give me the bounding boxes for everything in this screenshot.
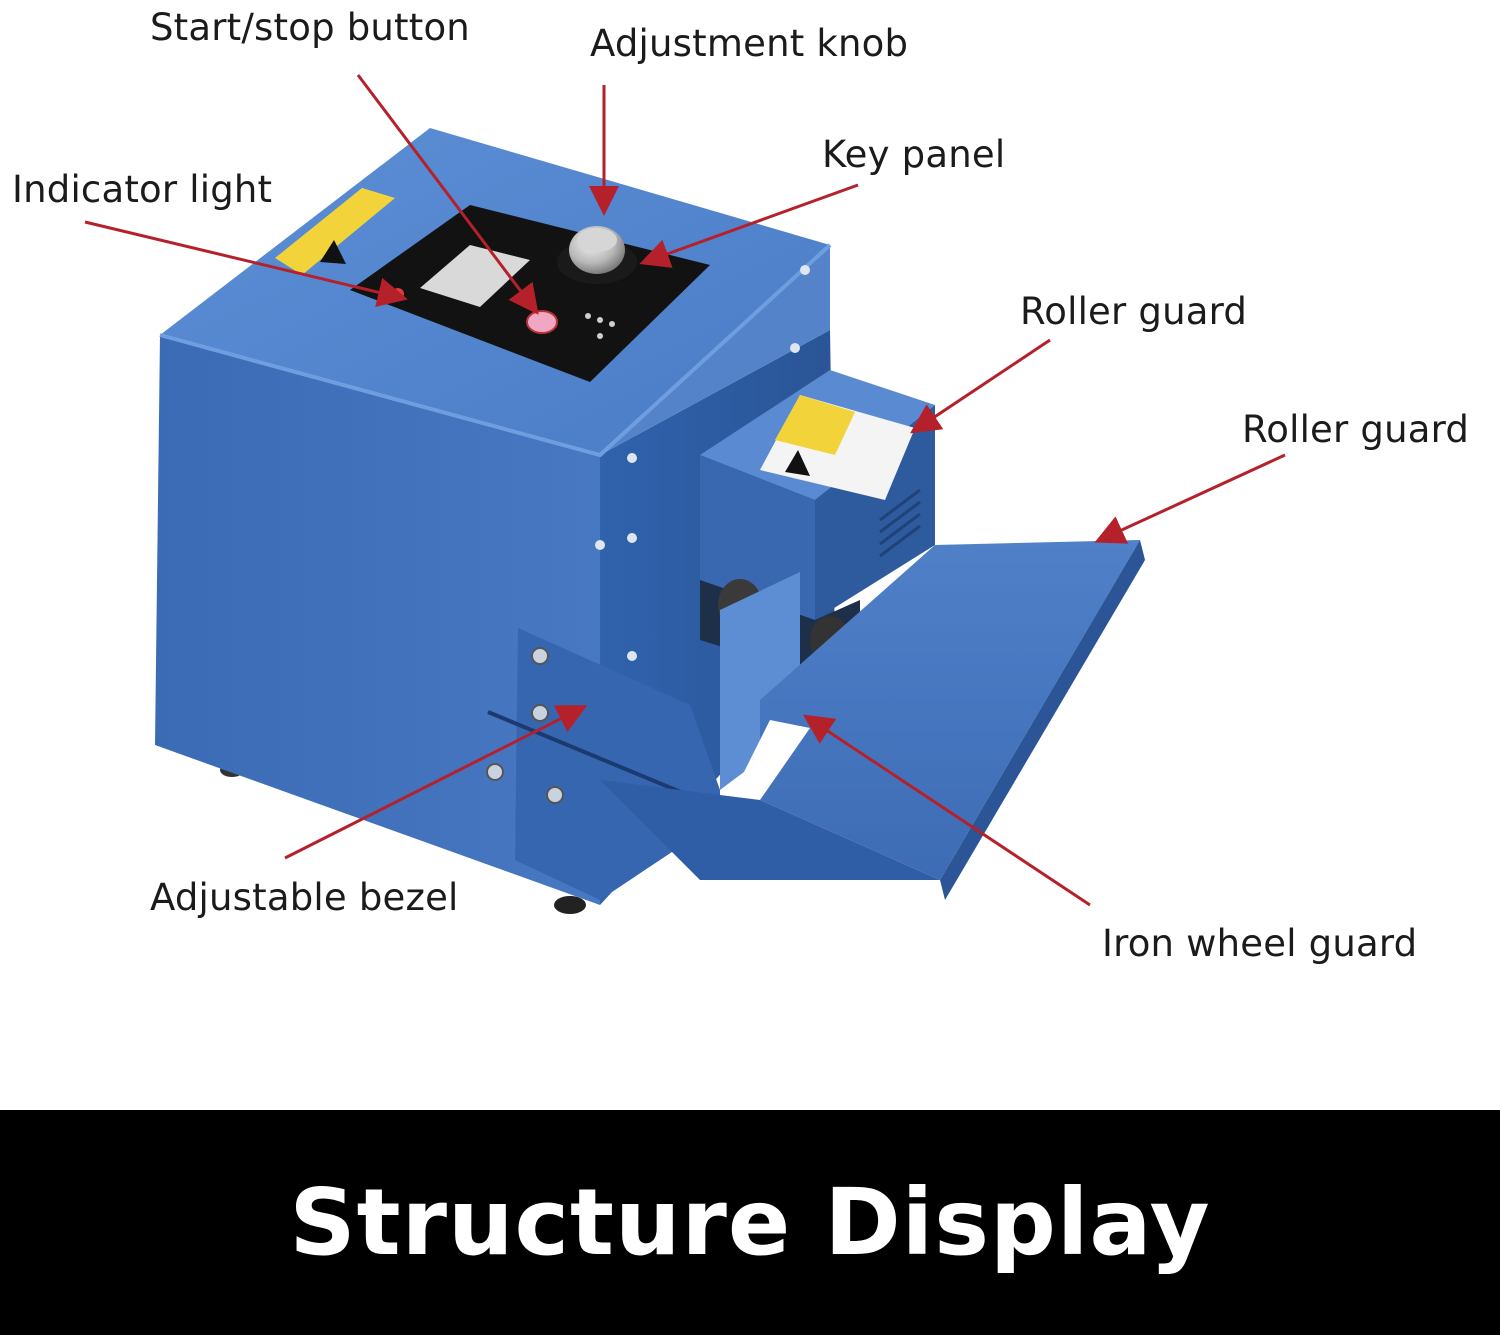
key-panel-dot	[585, 313, 591, 319]
key-panel-dot	[609, 321, 615, 327]
label-roller-guard-lower: Roller guard	[1242, 408, 1470, 451]
screw	[595, 540, 605, 550]
tray-slot	[740, 720, 810, 800]
arrow-roller-guard-lower	[1094, 453, 1286, 544]
warning-triangle-icon	[320, 240, 346, 264]
screw	[790, 343, 800, 353]
bezel-screw	[531, 647, 549, 665]
warning-triangle-icon	[785, 450, 810, 476]
housing-edge	[159, 243, 832, 458]
warning-sticker	[275, 188, 395, 275]
housing-front-face	[155, 335, 600, 905]
output-tray-lip	[940, 540, 1145, 900]
screw	[627, 533, 637, 543]
banner-title: Structure Display	[289, 1169, 1211, 1276]
label-indicator-light: Indicator light	[12, 168, 273, 211]
bezel-screw	[531, 704, 549, 722]
output-tray	[760, 540, 1140, 880]
start-stop-button	[526, 310, 558, 334]
label-iron-wheel-guard: Iron wheel guard	[1102, 922, 1418, 965]
bezel-screw	[546, 786, 564, 804]
knob-top	[577, 228, 617, 252]
sealing-head-side	[815, 405, 935, 620]
arrow-adjustable-bezel	[284, 705, 588, 860]
key-panel-dot	[597, 333, 603, 339]
tray-support	[600, 780, 940, 880]
machine-foot	[554, 896, 586, 914]
label-adjustment-knob: Adjustment knob	[590, 22, 909, 65]
label-key-panel: Key panel	[822, 133, 1006, 176]
screw	[627, 453, 637, 463]
arrow-iron-wheel-guard	[802, 714, 1091, 907]
label-start-stop-button: Start/stop button	[150, 6, 470, 49]
roller-guard-sticker-band	[775, 395, 855, 455]
screw	[627, 651, 637, 661]
label-adjustable-bezel: Adjustable bezel	[150, 876, 459, 919]
machine-diagram	[84, 74, 1286, 914]
bezel-screw	[486, 763, 504, 781]
bezel-slot	[487, 710, 701, 802]
arrow-start-stop	[356, 74, 539, 315]
arrow-key-panel	[639, 183, 859, 268]
label-roller-guard-upper: Roller guard	[1020, 290, 1248, 333]
arrow-roller-guard-upper	[910, 338, 1051, 434]
screw	[800, 265, 810, 275]
panel-display	[420, 245, 530, 307]
title-banner: Structure Display	[0, 1110, 1500, 1335]
callout-arrows	[84, 74, 1286, 907]
arrow-indicator-light	[84, 220, 408, 307]
sealer-machine	[155, 128, 1145, 914]
vent-slots	[879, 488, 921, 558]
key-panel-dot	[597, 317, 603, 323]
